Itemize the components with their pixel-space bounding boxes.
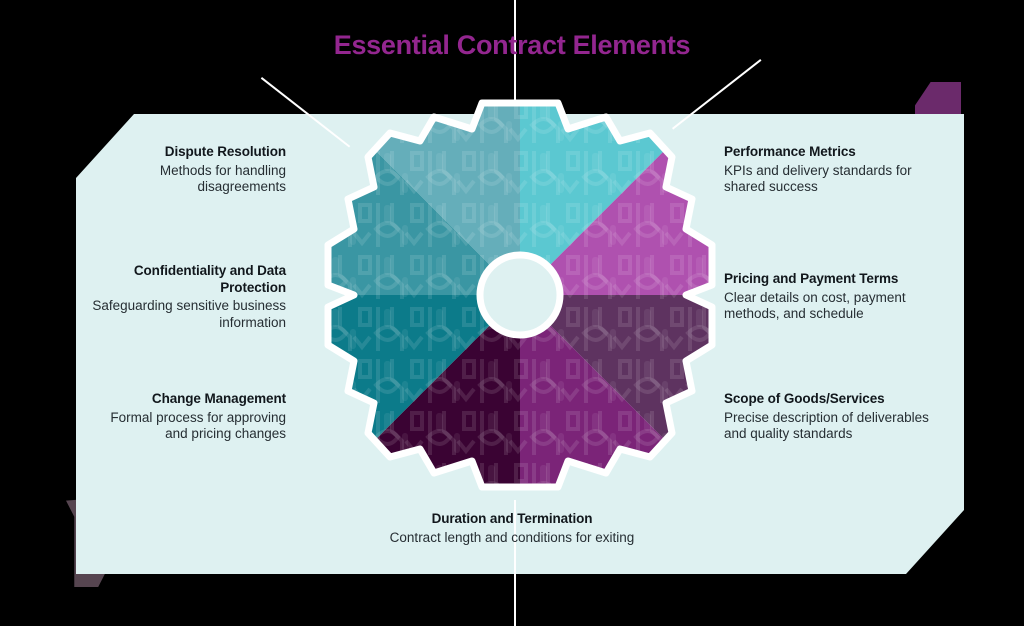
element-title: Change Management: [151, 391, 286, 406]
gear-wheel-diagram: [320, 95, 720, 495]
connector-line-bottom: [514, 500, 516, 626]
element-scope-goods-services: Scope of Goods/Services Precise descript…: [724, 391, 934, 443]
element-change-management: Change Management Formal process for app…: [86, 391, 286, 443]
element-duration-termination: Duration and Termination Contract length…: [332, 511, 692, 546]
element-description: Safeguarding sensitive business informat…: [92, 298, 286, 330]
element-description: Methods for handling disagreements: [159, 162, 286, 195]
element-pricing-payment-terms: Pricing and Payment Terms Clear details …: [724, 271, 939, 323]
element-description: Precise description of deliverables and …: [724, 409, 929, 442]
element-description: Contract length and conditions for exiti…: [389, 529, 635, 545]
element-dispute-resolution: Dispute Resolution Methods for handling …: [86, 144, 286, 196]
element-title: Confidentiality and Data Protection: [133, 263, 286, 295]
element-performance-metrics: Performance Metrics KPIs and delivery st…: [724, 144, 934, 196]
element-title: Scope of Goods/Services: [724, 391, 885, 406]
element-description: Formal process for approving and pricing…: [110, 409, 286, 442]
gear-outline: [324, 99, 716, 491]
element-description: Clear details on cost, payment methods, …: [724, 289, 906, 322]
element-title: Duration and Termination: [431, 511, 593, 526]
connector-line-top: [514, 0, 516, 120]
element-confidentiality-data-protection: Confidentiality and Data Protection Safe…: [86, 263, 286, 331]
gear-hub: [476, 251, 564, 339]
element-description: KPIs and delivery standards for shared s…: [724, 162, 912, 195]
element-title: Performance Metrics: [724, 144, 856, 159]
element-title: Pricing and Payment Terms: [724, 271, 899, 286]
element-title: Dispute Resolution: [164, 144, 286, 159]
page-title: Essential Contract Elements: [333, 30, 691, 60]
